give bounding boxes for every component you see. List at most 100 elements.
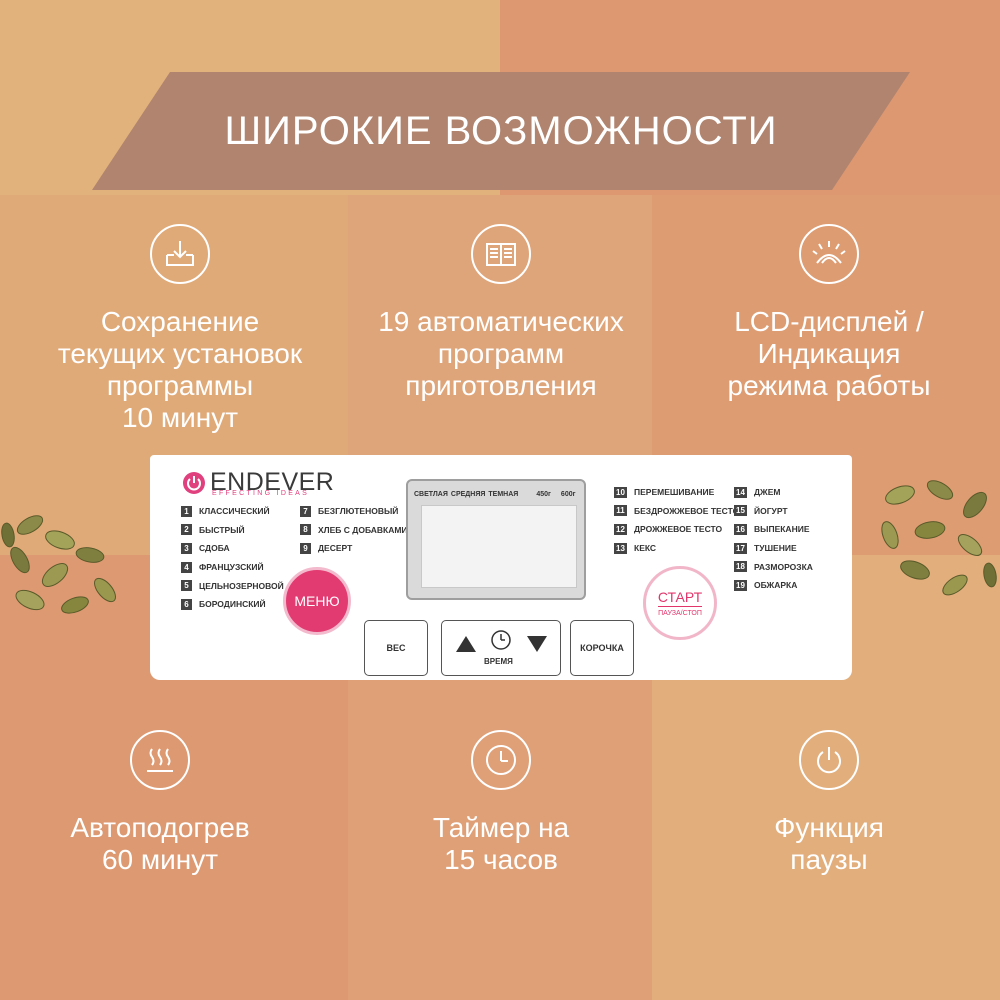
program-list-3: 10 ПЕРЕМЕШИВАНИЕ 11 БЕЗДРОЖЖЕВОЕ ТЕСТО 12 Д… <box>614 483 739 557</box>
program-number: 16 <box>734 523 747 535</box>
program-item: 13 КЕКС <box>614 539 739 558</box>
program-item: 2 БЫСТРЫЙ <box>181 521 284 540</box>
program-number: 7 <box>300 505 311 517</box>
program-label: ХЛЕБ С ДОБАВКАМИ <box>318 524 408 535</box>
feature-pause: Функция паузы <box>669 730 989 876</box>
power-icon <box>799 730 859 790</box>
program-item: 1 КЛАССИЧЕСКИЙ <box>181 502 284 521</box>
program-number: 3 <box>181 542 192 554</box>
power-logo-icon <box>183 471 205 494</box>
start-button[interactable]: СТАРТ ПАУЗА/СТОП <box>643 566 717 640</box>
menu-button[interactable]: МЕНЮ <box>283 567 351 635</box>
program-label: ДЕСЕРТ <box>318 543 353 554</box>
program-label: КЛАССИЧЕСКИЙ <box>199 506 270 517</box>
feature-lcd-display: LCD-дисплей / Индикация режима работы <box>669 224 989 402</box>
program-label: БОРОДИНСКИЙ <box>199 599 266 610</box>
crust-button[interactable]: КОРОЧКА <box>570 620 634 676</box>
program-number: 14 <box>734 486 747 498</box>
program-label: ЦЕЛЬНОЗЕРНОВОЙ <box>199 580 284 591</box>
program-number: 8 <box>300 524 311 536</box>
program-item: 4 ФРАНЦУЗСКИЙ <box>181 558 284 577</box>
program-number: 1 <box>181 505 192 517</box>
start-sub-label: ПАУЗА/СТОП <box>658 610 702 617</box>
page-title: ШИРОКИЕ ВОЗМОЖНОСТИ <box>224 108 778 153</box>
time-clock-icon <box>491 630 511 650</box>
feature-text: 19 автоматических программ приготовления <box>378 306 624 401</box>
program-item: 3 СДОБА <box>181 539 284 558</box>
program-list-2: 7 БЕЗГЛЮТЕНОВЫЙ 8 ХЛЕБ С ДОБАВКАМИ 9 ДЕСЕРТ <box>300 502 408 558</box>
lcd-label-light: СВЕТЛАЯ <box>414 491 448 498</box>
program-label: ПЕРЕМЕШИВАНИЕ <box>634 487 715 498</box>
program-label: ТУШЕНИЕ <box>754 543 797 554</box>
program-label: СДОБА <box>199 543 230 554</box>
program-number: 4 <box>181 561 192 573</box>
program-label: ОБЖАРКА <box>754 580 798 591</box>
program-number: 19 <box>734 579 747 591</box>
lcd-label-medium: СРЕДНЯЯ <box>450 491 486 498</box>
time-label: ВРЕМЯ <box>484 657 513 666</box>
feature-text: Автоподогрев 60 минут <box>70 812 250 875</box>
book-icon <box>471 224 531 284</box>
program-number: 15 <box>734 505 747 517</box>
program-item: 15 ЙОГУРТ <box>734 502 813 521</box>
program-label: ФРАНЦУЗСКИЙ <box>199 562 264 573</box>
program-number: 18 <box>734 561 747 573</box>
program-label: ДРОЖЖЕВОЕ ТЕСТО <box>634 524 723 535</box>
title-banner: ШИРОКИЕ ВОЗМОЖНОСТИ <box>92 72 910 190</box>
feature-timer: Таймер на 15 часов <box>341 730 661 876</box>
program-number: 11 <box>614 505 627 517</box>
program-number: 12 <box>614 523 627 535</box>
weight-button[interactable]: ВЕС <box>364 620 428 676</box>
brand-name: ENDEVER <box>210 468 335 496</box>
program-label: БЕЗГЛЮТЕНОВЫЙ <box>318 506 399 517</box>
lcd-screen <box>421 505 577 588</box>
display-glow-icon <box>799 224 859 284</box>
program-item: 7 БЕЗГЛЮТЕНОВЫЙ <box>300 502 408 521</box>
program-label: РАЗМОРОЗКА <box>754 561 813 572</box>
feature-save-settings: Сохранение текущих установок программы 1… <box>20 224 340 434</box>
time-up-button[interactable] <box>455 635 477 653</box>
program-label: ДЖЕМ <box>754 487 781 498</box>
time-down-button[interactable] <box>526 635 548 653</box>
program-item: 19 ОБЖАРКА <box>734 576 813 595</box>
program-number: 5 <box>181 580 192 592</box>
clock-icon <box>471 730 531 790</box>
program-item: 10 ПЕРЕМЕШИВАНИЕ <box>614 483 739 502</box>
program-item: 14 ДЖЕМ <box>734 483 813 502</box>
program-item: 9 ДЕСЕРТ <box>300 539 408 558</box>
program-label: КЕКС <box>634 543 657 554</box>
feature-text: Таймер на 15 часов <box>432 812 570 875</box>
time-control <box>441 620 561 676</box>
program-item: 5 ЦЕЛЬНОЗЕРНОВОЙ <box>181 576 284 595</box>
pumpkin-seeds-right-image <box>881 480 997 596</box>
program-item: 12 ДРОЖЖЕВОЕ ТЕСТО <box>614 520 739 539</box>
feature-text: LCD-дисплей / Индикация режима работы <box>727 306 931 401</box>
lcd-label-450g: 450г <box>536 491 551 498</box>
start-label: СТАРТ <box>657 589 703 607</box>
program-list-1: 1 КЛАССИЧЕСКИЙ 2 БЫСТРЫЙ 3 СДОБА 4 ФРАНЦУЗСК… <box>181 502 284 614</box>
program-number: 9 <box>300 542 311 554</box>
program-label: ЙОГУРТ <box>754 505 788 516</box>
program-number: 2 <box>181 524 192 536</box>
brand-tagline: EFFECTING IDEAS <box>212 490 310 497</box>
program-label: БЕЗДРОЖЖЕВОЕ ТЕСТО <box>634 505 740 516</box>
program-label: ВЫПЕКАНИЕ <box>754 524 810 535</box>
program-label: БЫСТРЫЙ <box>199 524 245 535</box>
brand-logo: ENDEVER <box>182 468 334 497</box>
download-tray-icon <box>150 224 210 284</box>
feature-text: Функция паузы <box>774 812 884 875</box>
program-item: 11 БЕЗДРОЖЖЕВОЕ ТЕСТО <box>614 502 739 521</box>
program-item: 16 ВЫПЕКАНИЕ <box>734 520 813 539</box>
program-item: 18 РАЗМОРОЗКА <box>734 557 813 576</box>
program-number: 10 <box>614 486 627 498</box>
feature-auto-warm: Автоподогрев 60 минут <box>0 730 320 876</box>
lcd-label-600g: 600г <box>560 491 576 498</box>
program-number: 13 <box>614 542 627 554</box>
feature-auto-programs: 19 автоматических программ приготовления <box>341 224 661 402</box>
pumpkin-seeds-left-image <box>1 515 116 614</box>
lcd-label-dark: ТЕМНАЯ <box>488 491 519 498</box>
